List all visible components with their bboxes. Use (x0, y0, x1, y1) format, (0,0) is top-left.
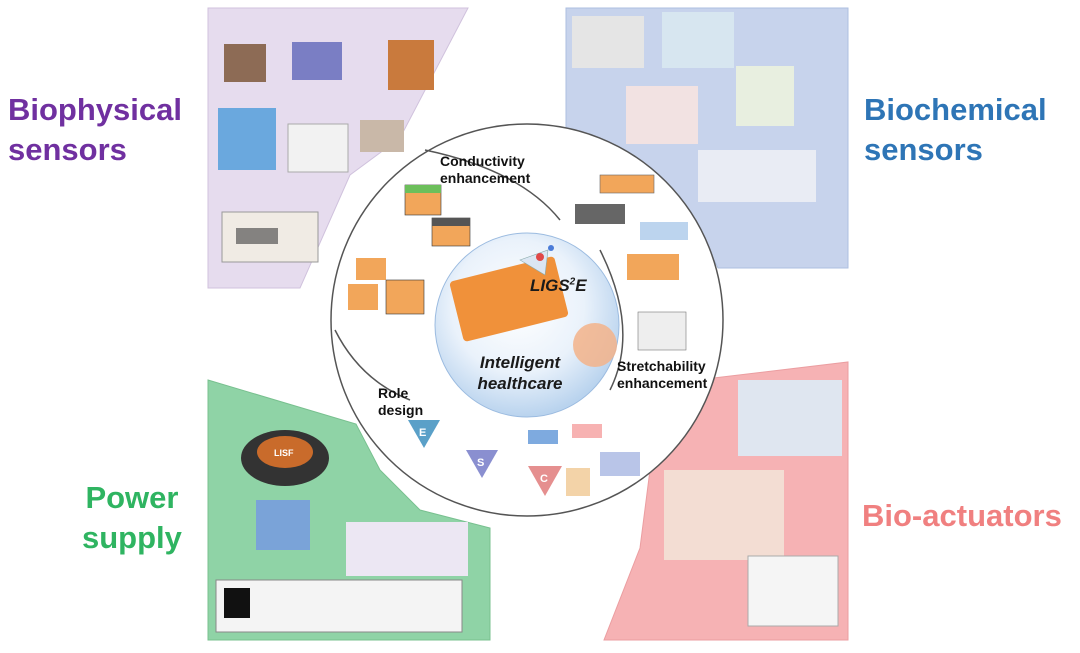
center-ligse-label: LIGS2E (530, 276, 587, 296)
center-line1: Intelligent (479, 353, 561, 372)
label-power-supply: Power supply (82, 478, 182, 558)
label-biophysical-line2: sensors (8, 132, 127, 167)
ring-label-stretchability: Stretchability enhancement (617, 358, 707, 392)
thumb-actuator-face (664, 470, 784, 560)
center-intelligent-healthcare: Intelligent healthcare (455, 352, 585, 394)
ring-label-stretchability-line2: enhancement (617, 375, 708, 391)
quadrant-biophysical-panel (207, 7, 469, 289)
center-ligs-chip (449, 256, 569, 342)
lisf-label: LISF (274, 448, 294, 458)
thumb-biochem-4 (626, 86, 698, 144)
label-biochemical-sensors: Biochemical sensors (864, 90, 1047, 170)
quadrant-biochemical-panel (565, 7, 849, 269)
thumb-biochem-3 (736, 66, 794, 126)
thumb-biochem-1 (572, 16, 644, 68)
conductivity-illustration (348, 184, 471, 315)
center-line2: healthcare (477, 374, 563, 393)
label-biochemical-line2: sensors (864, 132, 983, 167)
label-biophysical-sensors: Biophysical sensors (8, 90, 182, 170)
badge-c: C (540, 473, 548, 485)
thumb-hand-sensor (292, 42, 342, 80)
stretchability-illustration (575, 174, 688, 351)
role-design-illustration (408, 420, 640, 496)
ring-label-conductivity: Conductivity enhancement (440, 153, 530, 187)
thumb-actuator-device (747, 555, 839, 627)
center-brand-main: LIGS (530, 276, 570, 295)
thumb-glove-sensor (218, 108, 276, 170)
thumb-actuator-bed (738, 380, 842, 456)
label-power-line1: Power (85, 480, 179, 515)
thumb-layer-stack (346, 522, 468, 576)
center-brand-sup: 2 (569, 276, 576, 288)
ring-label-role-design: Role design (378, 385, 423, 419)
thumb-biochem-5 (698, 150, 816, 202)
thumb-chip-sensor (287, 123, 349, 173)
thumb-wrist-band (256, 500, 310, 550)
label-bio-actuators: Bio-actuators (862, 498, 1062, 533)
label-biophysical-line1: Biophysical (8, 92, 182, 127)
label-biochemical-line1: Biochemical (864, 92, 1047, 127)
badge-s: S (477, 457, 484, 469)
center-brand-end: E (575, 276, 587, 295)
ring-label-stretchability-line1: Stretchability (617, 358, 706, 374)
thumb-finger-sensor (360, 120, 404, 152)
ring-label-role-line1: Role (378, 385, 409, 401)
thumb-wrist-sensor (224, 44, 266, 82)
role-badges: E S C LISF (274, 427, 548, 485)
label-power-line2: supply (82, 520, 182, 555)
thumb-patch-sensor (388, 40, 434, 90)
ring-label-conductivity-line1: Conductivity (440, 153, 525, 169)
ring-label-role-line2: design (378, 402, 424, 418)
quadrant-power-panel (207, 379, 491, 641)
center-arm-icon (573, 323, 617, 367)
thumb-biochem-2 (662, 12, 734, 68)
thumb-circuit (215, 579, 463, 633)
ring-label-conductivity-line2: enhancement (440, 170, 531, 186)
badge-e: E (419, 427, 426, 439)
ring (330, 123, 724, 517)
